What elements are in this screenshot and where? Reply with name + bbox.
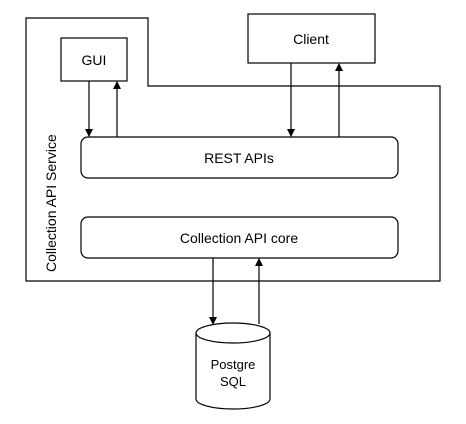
core-node: Collection API core — [80, 216, 399, 259]
client-node: Client — [247, 13, 376, 64]
rest-apis-node: REST APIs — [80, 136, 399, 179]
gui-label: GUI — [82, 52, 107, 68]
database-node: Postgre SQL — [195, 322, 271, 410]
database-cylinder-body — [195, 333, 271, 410]
database-label-line1: Postgre — [211, 357, 256, 372]
database-cylinder-top — [195, 322, 271, 344]
gui-node: GUI — [60, 37, 128, 82]
service-label: Collection API Service — [43, 134, 59, 272]
core-label: Collection API core — [180, 230, 298, 246]
rest-apis-label: REST APIs — [204, 150, 274, 166]
database-label-line2: SQL — [220, 374, 246, 389]
rest-apis-box — [80, 136, 399, 179]
core-box — [80, 216, 399, 259]
gui-box — [60, 37, 128, 82]
client-label: Client — [293, 31, 329, 47]
client-box — [247, 13, 376, 64]
